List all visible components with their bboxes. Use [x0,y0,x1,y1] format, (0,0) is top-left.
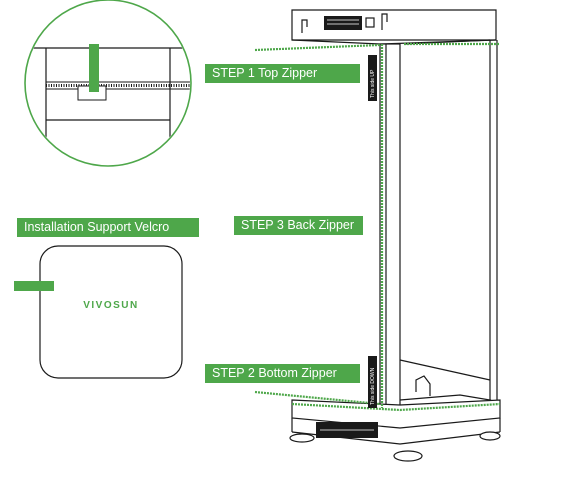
velcro-strap-detail [89,44,99,92]
zipper-tag-down: This side DOWN [368,356,377,408]
tent-foot-back [479,431,501,441]
step2-bottom-zipper-label: STEP 2 Bottom Zipper [205,364,360,383]
tent-foot-right [393,450,423,462]
zipper-tag-up: This side UP [368,55,377,101]
velcro-illustration [14,245,183,379]
top-port-icon [365,17,375,28]
zipper-lines [254,42,501,412]
velcro-label: Installation Support Velcro [17,218,199,237]
step3-back-zipper-label: STEP 3 Back Zipper [234,216,363,235]
zipper-teeth-detail [46,81,190,90]
top-hook-icon-left [301,19,308,33]
zoom-detail-circle [24,0,192,167]
top-zipper-line [254,43,381,52]
svg-text:This side UP: This side UP [370,69,376,98]
top-hook-icon-right [381,13,388,30]
step1-top-zipper-label: STEP 1 Top Zipper [205,64,360,83]
tent-foot-left [289,433,315,443]
velcro-strip [14,281,54,291]
brand-logo: VIVOSUN [83,300,139,311]
svg-text:This side DOWN: This side DOWN [370,367,376,405]
top-vent-icon [324,16,362,30]
bottom-vent-icon [316,422,378,438]
